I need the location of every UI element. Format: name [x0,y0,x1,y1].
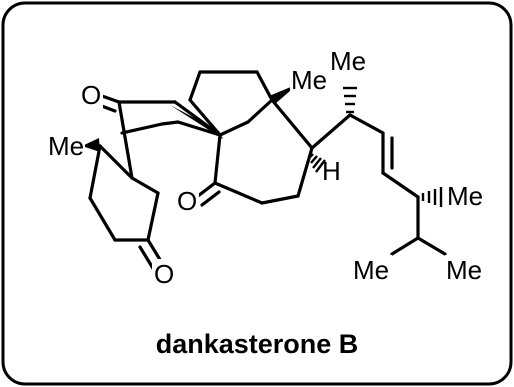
bond [188,70,202,102]
bond-double [100,94,121,104]
atom-label-o: O [177,186,197,216]
bond [270,98,314,150]
bond-double [196,181,217,198]
bond [117,100,134,180]
bond [260,194,300,205]
atom-label-me: Me [48,131,84,161]
bond [218,120,250,137]
wedge-bond [170,105,223,139]
bond [348,113,385,135]
atom-label-me: Me [291,65,327,95]
wedge-bond [82,138,100,152]
bond [246,98,274,124]
bond [130,176,160,195]
bond [88,144,102,200]
bond-double [138,245,156,272]
bond [310,113,352,150]
bond [120,122,164,135]
hash-bond-c24 [421,187,443,207]
bond [160,120,180,126]
atom-label-me: Me [353,255,389,285]
bond [213,181,264,205]
hash-bond-c17 [308,153,326,173]
bond-double [200,190,221,207]
atom-label-me: Me [330,46,366,76]
stereo-bonds [82,84,443,207]
bond [213,133,222,185]
bond [296,146,314,198]
bond [88,196,117,242]
atom-label-me: Me [447,181,483,211]
atom-label-me: Me [446,255,482,285]
compound-name: dankasterone B [156,329,359,359]
atom-labels: O Me O O Me Me H Me Me Me [47,46,485,289]
bond [98,144,134,180]
bond [176,120,222,137]
atom-label-h: H [322,156,341,186]
bond [416,236,447,256]
bond [146,191,160,242]
bond [390,236,420,256]
bond [381,171,420,199]
atom-label-o: O [154,259,174,289]
skeleton-bonds [88,70,447,272]
atom-label-o: O [81,80,101,110]
bond [255,70,274,102]
hash-bond-c20 [343,86,357,114]
